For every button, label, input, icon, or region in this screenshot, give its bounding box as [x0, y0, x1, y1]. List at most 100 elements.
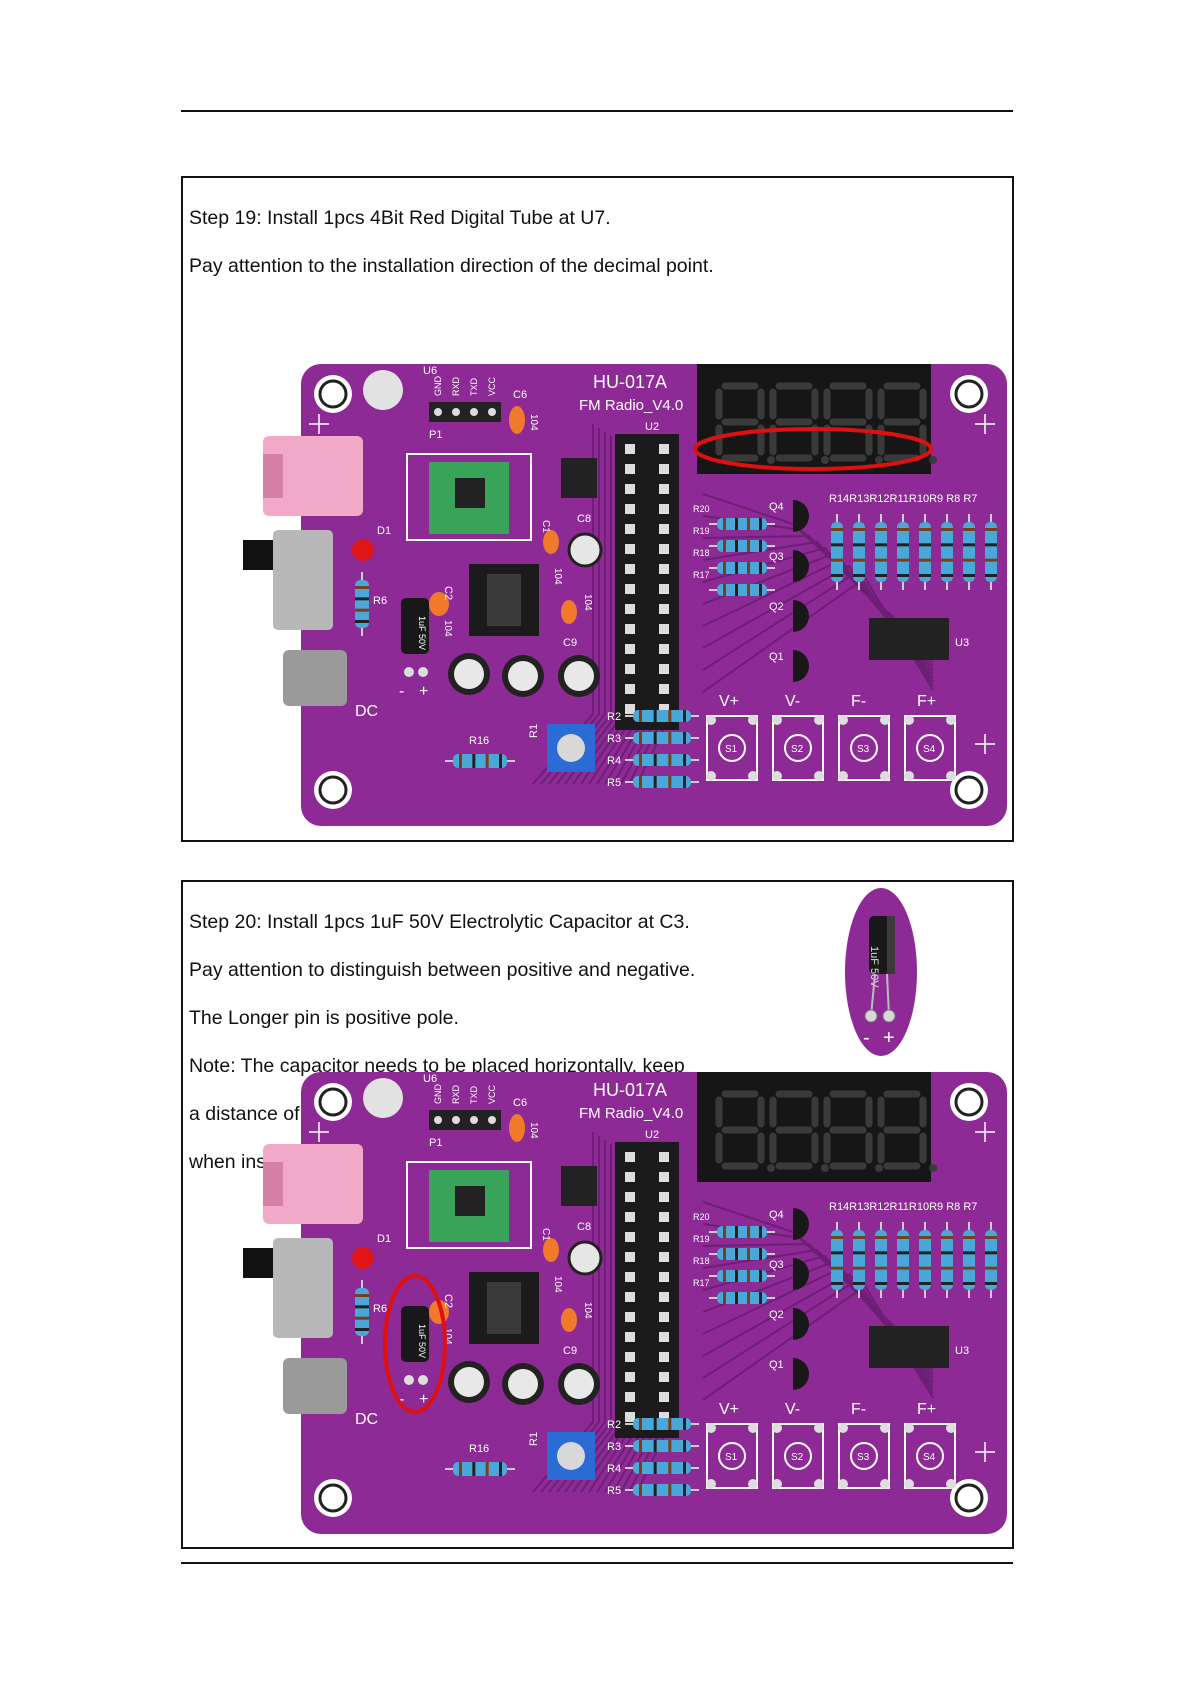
- r4-label: R4: [607, 1463, 621, 1475]
- r20-label: R20: [693, 1212, 710, 1222]
- rxd-label: RXD: [451, 1084, 461, 1104]
- step-20-line-3: The Longer pin is positive pole.: [189, 1007, 459, 1029]
- btn_fm-label: F-: [851, 693, 866, 710]
- rxd-label: RXD: [451, 376, 461, 396]
- r18-label: R18: [693, 1256, 710, 1266]
- c6-value-label: 104: [528, 1122, 539, 1139]
- r19-label: R19: [693, 1234, 710, 1244]
- r18-label: R18: [693, 548, 710, 558]
- txd-label: TXD: [469, 1085, 479, 1104]
- r6-label: R6: [373, 595, 387, 607]
- capacitor-inset: 1uF 50V - +: [843, 886, 919, 1063]
- q1-label: Q1: [769, 651, 784, 663]
- r5-label: R5: [607, 1485, 621, 1497]
- u3-label: U3: [955, 1345, 969, 1357]
- r19-label: R19: [693, 526, 710, 536]
- board-subtitle-label: FM Radio_V4.0: [579, 1105, 683, 1122]
- capacitor-highlight-ring: [383, 1274, 447, 1414]
- btn_fp-label: F+: [917, 1401, 936, 1418]
- c1-label: C1: [540, 520, 551, 533]
- d1-label: D1: [377, 525, 391, 537]
- step-19-line-1: Step 19: Install 1pcs 4Bit Red Digital T…: [189, 207, 611, 229]
- board-title-label: HU-017A: [593, 1080, 667, 1100]
- vcc-label: VCC: [487, 1084, 497, 1104]
- q2-label: Q2: [769, 1309, 784, 1321]
- c6-label: C6: [513, 1097, 527, 1109]
- c3-plus-label: +: [419, 683, 428, 700]
- c2-label: C2: [442, 586, 454, 600]
- c9-label: C9: [563, 637, 577, 649]
- vcc-label: VCC: [487, 376, 497, 396]
- c3-cap-text: 1uF 50V: [417, 616, 427, 650]
- s1-label: S1: [725, 744, 738, 755]
- c3-cap-text: 1uF 50V: [417, 1324, 427, 1358]
- c9-label: C9: [563, 1345, 577, 1357]
- btn_vm-label: V-: [785, 693, 800, 710]
- c3-plus-label: +: [419, 1391, 428, 1408]
- r17-label: R17: [693, 570, 710, 580]
- r16-label: R16: [469, 1443, 489, 1455]
- r4-label: R4: [607, 755, 621, 767]
- u2-label: U2: [645, 421, 659, 433]
- u6-label: U6: [423, 1073, 437, 1085]
- c2-value-label: 104: [442, 1328, 453, 1345]
- dc-label: DC: [355, 1411, 378, 1428]
- u3-label: U3: [955, 637, 969, 649]
- s3-label: S3: [857, 744, 870, 755]
- inset-minus-label: -: [863, 1027, 870, 1049]
- c2-label: C2: [442, 1294, 454, 1308]
- txd-label: TXD: [469, 377, 479, 396]
- r2-label: R2: [607, 1419, 621, 1431]
- resistor-row-label: R14R13R12R11R10R9 R8 R7: [829, 1201, 977, 1213]
- btn_fm-label: F-: [851, 1401, 866, 1418]
- q1-label: Q1: [769, 1359, 784, 1371]
- decimal-point-highlight-ring: [693, 427, 933, 471]
- c4-value-label: 104: [552, 568, 563, 585]
- c4-value-label: 104: [552, 1276, 563, 1293]
- c3-minus-label: -: [399, 683, 404, 700]
- c2-value-label: 104: [442, 620, 453, 637]
- q3-label: Q3: [769, 1259, 784, 1271]
- footer-rule: [181, 1562, 1013, 1564]
- r2-label: R2: [607, 711, 621, 723]
- r3-label: R3: [607, 733, 621, 745]
- p1-label: P1: [429, 1137, 442, 1149]
- s4-label: S4: [923, 1452, 936, 1463]
- c1-label: C1: [540, 1228, 551, 1241]
- s1-label: S1: [725, 1452, 738, 1463]
- u2-label: U2: [645, 1129, 659, 1141]
- btn_vp-label: V+: [719, 693, 739, 710]
- resistor-row-label: R14R13R12R11R10R9 R8 R7: [829, 493, 977, 505]
- step-20-line-2: Pay attention to distinguish between pos…: [189, 959, 696, 981]
- r1-label: R1: [528, 1432, 540, 1446]
- step-20-line-1: Step 20: Install 1pcs 1uF 50V Electrolyt…: [189, 911, 690, 933]
- btn_vp-label: V+: [719, 1401, 739, 1418]
- step-20-panel: Step 20: Install 1pcs 1uF 50V Electrolyt…: [181, 880, 1014, 1549]
- c8-label: C8: [577, 513, 591, 525]
- r17-label: R17: [693, 1278, 710, 1288]
- c6-value-label: 104: [528, 414, 539, 431]
- btn_vm-label: V-: [785, 1401, 800, 1418]
- s2-label: S2: [791, 1452, 804, 1463]
- gnd-label: GND: [433, 1084, 443, 1105]
- c9-value-label: 104: [582, 1302, 593, 1319]
- c3-minus-label: -: [399, 1391, 404, 1408]
- r3-label: R3: [607, 1441, 621, 1453]
- u6-label: U6: [423, 365, 437, 377]
- d1-label: D1: [377, 1233, 391, 1245]
- q4-label: Q4: [769, 501, 784, 513]
- c3-capacitor: [401, 1306, 429, 1362]
- step-19-line-2: Pay attention to the installation direct…: [189, 255, 714, 277]
- c8-label: C8: [577, 1221, 591, 1233]
- board-title-label: HU-017A: [593, 372, 667, 392]
- board-subtitle-label: FM Radio_V4.0: [579, 397, 683, 414]
- s4-label: S4: [923, 744, 936, 755]
- step-20-line-4: Note: The capacitor needs to be placed h…: [189, 1055, 685, 1077]
- r5-label: R5: [607, 777, 621, 789]
- header-rule: [181, 110, 1013, 112]
- step-19-text: Step 19: Install 1pcs 4Bit Red Digital T…: [189, 182, 714, 302]
- c6-label: C6: [513, 389, 527, 401]
- r6-label: R6: [373, 1303, 387, 1315]
